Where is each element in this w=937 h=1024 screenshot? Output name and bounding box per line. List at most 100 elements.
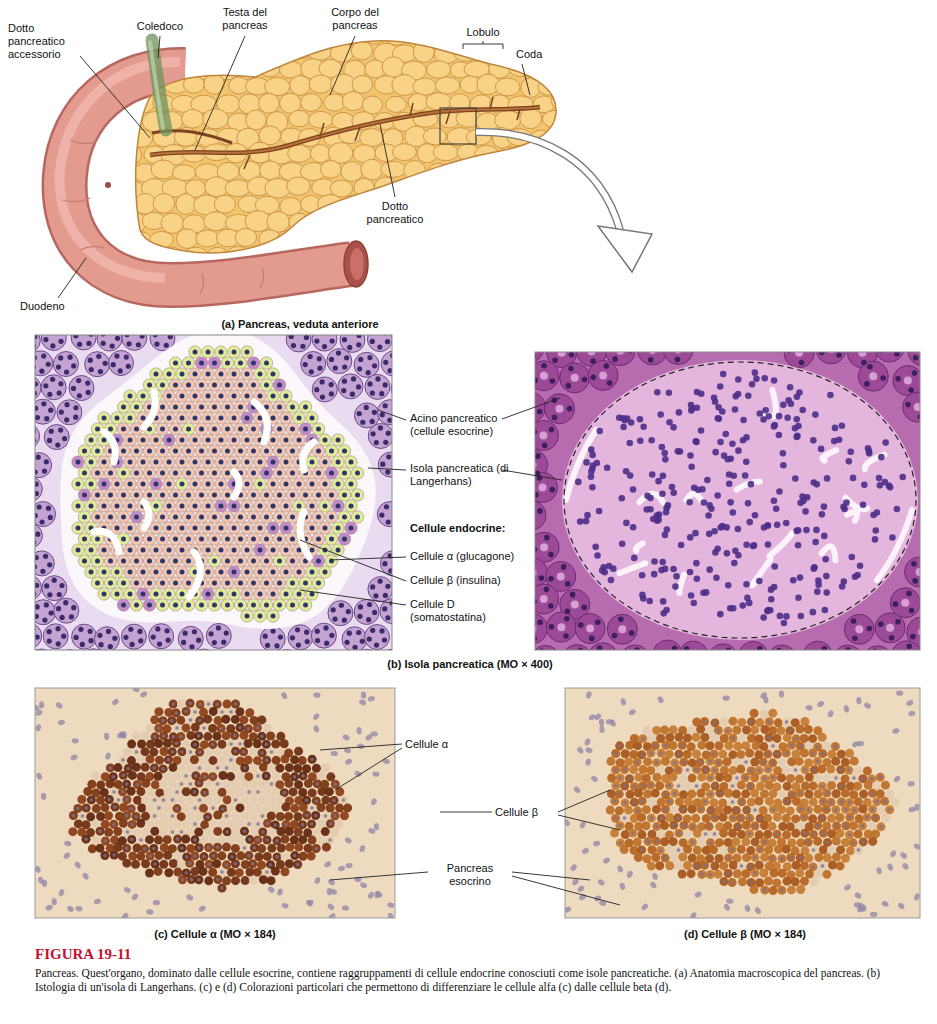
lobule (362, 265, 385, 283)
cell-nucleus (82, 493, 87, 498)
acinar-nucleus (303, 362, 308, 367)
cell-nucleus (659, 444, 666, 451)
cell-nucleus (584, 512, 591, 519)
cell-nucleus (660, 598, 667, 605)
cell-nucleus (651, 571, 658, 578)
cell-nucleus (89, 438, 94, 443)
acinar-lumen (901, 599, 909, 607)
lobule (161, 43, 187, 59)
lobule (259, 93, 280, 113)
lobule (225, 180, 251, 197)
acinar-nucleus (58, 381, 63, 386)
cell-nucleus (342, 537, 347, 542)
endocrine-cell (130, 533, 142, 545)
cell-nucleus (251, 361, 256, 366)
cell-nucleus (665, 502, 672, 509)
endocrine-cell (319, 566, 331, 578)
acinar-nucleus (905, 402, 911, 408)
cell-nucleus (588, 473, 595, 480)
cell-nucleus (592, 544, 599, 551)
cell-nucleus (872, 527, 879, 534)
acinar-nucleus (549, 624, 555, 630)
acinar-nucleus (77, 393, 82, 398)
acinar-nucleus (549, 427, 555, 433)
acinar-nucleus (274, 643, 279, 648)
acinar-nucleus (386, 431, 391, 436)
acinus (905, 557, 920, 587)
acinar-lumen (855, 625, 863, 633)
cell-nucleus (219, 394, 224, 399)
endocrine-cell (260, 577, 272, 589)
cell-nucleus (225, 581, 230, 586)
endocrine-cell (124, 478, 136, 490)
lobule (235, 228, 256, 246)
cell-nucleus (206, 570, 211, 575)
lobule (182, 109, 204, 128)
cell-nucleus (134, 559, 139, 564)
acinar-nucleus (570, 592, 576, 598)
lobule (382, 57, 405, 77)
endocrine-cell (169, 489, 181, 501)
acinus (893, 366, 920, 396)
cell-nucleus (251, 537, 256, 542)
lobule (533, 229, 554, 247)
endocrine-cell (91, 467, 103, 479)
common-bile-duct (152, 40, 166, 130)
cell-nucleus (788, 400, 795, 407)
lobule (445, 230, 468, 246)
cell-nucleus (121, 427, 126, 432)
acinus (35, 424, 40, 449)
acinar-nucleus (63, 600, 68, 605)
cell-nucleus (277, 581, 282, 586)
cell-nucleus (245, 350, 250, 355)
endocrine-cell (241, 588, 253, 600)
acinus (863, 646, 893, 650)
cell-nucleus (342, 471, 347, 476)
cell-nucleus (258, 614, 263, 619)
acinar-lumen (886, 624, 894, 632)
acinar-nucleus (537, 409, 543, 415)
endocrine-cell (234, 533, 246, 545)
endocrine-cell (325, 467, 337, 479)
acinar-nucleus (366, 370, 371, 375)
acinar-nucleus (96, 354, 101, 359)
acinar-nucleus (69, 614, 74, 619)
cell-nucleus (173, 471, 178, 476)
capillary (94, 531, 119, 552)
endocrine-cell (91, 511, 103, 523)
cell-nucleus (704, 477, 711, 484)
acinus (535, 420, 558, 450)
capillary (303, 442, 314, 470)
lobule (434, 180, 458, 197)
endocrine-cell (260, 599, 272, 611)
endocrine-cell (78, 533, 90, 545)
acinar-nucleus (46, 362, 51, 367)
acinar-nucleus (73, 415, 78, 420)
cell-nucleus (206, 504, 211, 509)
cell-nucleus (290, 537, 295, 542)
cell-nucleus (323, 504, 328, 509)
endocrine-cell (332, 500, 344, 512)
endocrine-cell (208, 489, 220, 501)
acinar-nucleus (62, 436, 67, 441)
lobule (268, 44, 292, 63)
lobule (265, 245, 289, 264)
endocrine-cell (312, 467, 324, 479)
endocrine-cell (254, 500, 266, 512)
endocrine-cell (325, 511, 337, 523)
endocrine-cell (234, 445, 246, 457)
acinar-nucleus (47, 438, 52, 443)
cell-nucleus (342, 449, 347, 454)
acinus (365, 625, 390, 650)
endocrine-cell (247, 423, 259, 435)
acinar-nucleus (906, 591, 912, 597)
endocrine-cell (241, 610, 253, 622)
cell-nucleus (180, 482, 185, 487)
acinus (535, 392, 546, 422)
cell-nucleus (160, 537, 165, 542)
cell-nucleus (277, 537, 282, 542)
cell-nucleus (128, 460, 133, 465)
cell-nucleus (134, 427, 139, 432)
endocrine-cell (254, 368, 266, 380)
lobule (447, 263, 472, 280)
